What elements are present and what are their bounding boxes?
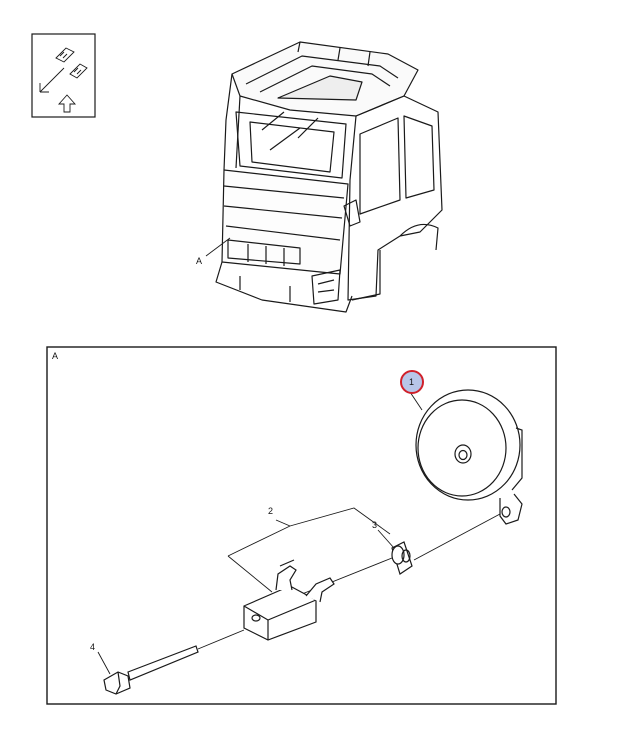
spacer-icon <box>391 541 413 575</box>
part-2-leader <box>227 507 391 593</box>
detail-frame-label: A <box>52 351 58 361</box>
part-1-number: 1 <box>409 377 414 387</box>
part-2-number: 2 <box>268 506 273 516</box>
front-direction-icon <box>31 33 96 118</box>
bolt-icon <box>103 629 245 695</box>
part-3-number: 3 <box>372 520 377 530</box>
bracket-icon <box>243 559 335 641</box>
cab-callout-label: A <box>196 256 202 266</box>
assembly-axis-upper <box>413 513 501 561</box>
truck-cab-illustration <box>205 41 443 313</box>
detail-frame <box>46 346 557 705</box>
horn-icon <box>409 389 523 525</box>
part-1-highlight-ring[interactable] <box>400 370 424 394</box>
part-4-number: 4 <box>90 642 95 652</box>
